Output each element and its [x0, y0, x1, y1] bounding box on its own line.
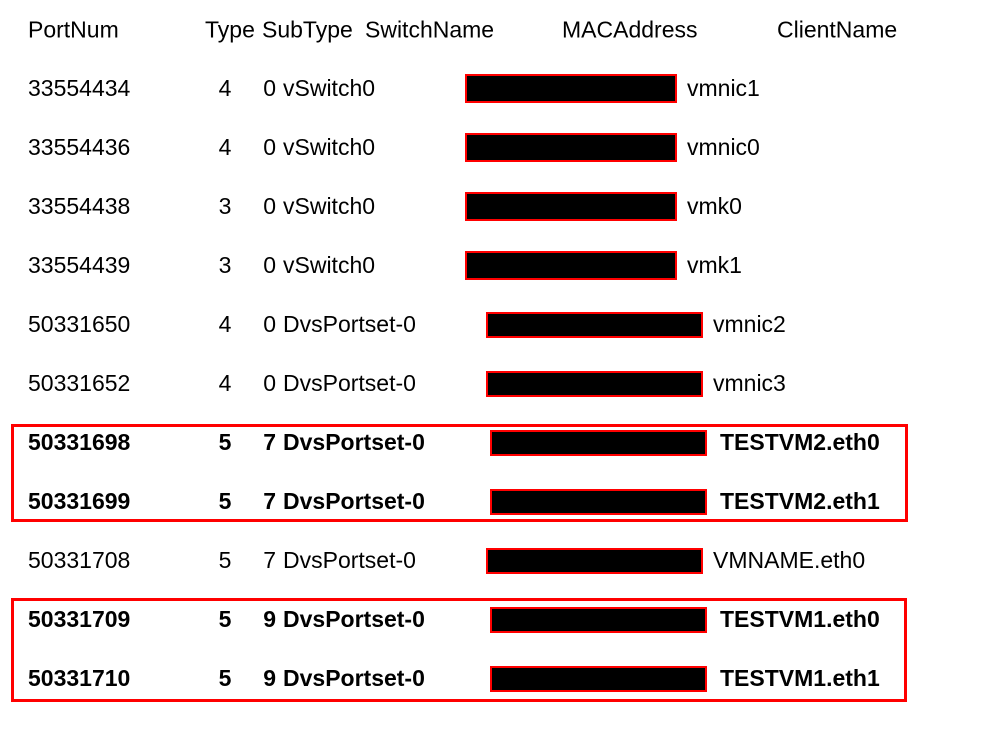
cell-type: 4	[218, 75, 232, 101]
cell-clientname: VMNAME.eth0	[713, 547, 866, 573]
table-row: 50331652 4 0 DvsPortset-0 vmnic3	[0, 354, 1000, 413]
cell-portnum: 50331710	[28, 665, 131, 691]
cell-type: 4	[218, 311, 232, 337]
cell-switchname: DvsPortset-0	[283, 665, 425, 691]
cell-portnum: 33554434	[28, 75, 131, 101]
table-row: 50331699 5 7 DvsPortset-0 TESTVM2.eth1	[0, 472, 1000, 531]
cell-type: 4	[218, 134, 232, 160]
header-type: Type	[205, 16, 255, 42]
mac-redaction-box	[486, 370, 703, 397]
cell-type: 5	[218, 606, 232, 632]
header-portnum: PortNum	[28, 16, 119, 42]
cell-type: 3	[218, 252, 232, 278]
cell-type: 5	[218, 429, 232, 455]
cell-clientname: vmnic0	[687, 134, 760, 160]
cell-portnum: 50331708	[28, 547, 131, 573]
cell-portnum: 50331699	[28, 488, 131, 514]
table-row: 50331709 5 9 DvsPortset-0 TESTVM1.eth0	[0, 590, 1000, 649]
cell-type: 5	[218, 547, 232, 573]
cell-clientname: TESTVM1.eth0	[720, 606, 880, 632]
table-row: 33554439 3 0 vSwitch0 vmk1	[0, 236, 1000, 295]
cell-switchname: DvsPortset-0	[283, 311, 416, 337]
table-header: PortNum Type SubType SwitchName MACAddre…	[0, 0, 1000, 59]
cell-clientname: vmk0	[687, 193, 742, 219]
cell-type: 3	[218, 193, 232, 219]
cell-portnum: 33554439	[28, 252, 131, 278]
cell-portnum: 50331652	[28, 370, 131, 396]
cell-clientname: TESTVM2.eth1	[720, 488, 880, 514]
cell-switchname: DvsPortset-0	[283, 370, 416, 396]
mac-redaction-box	[490, 665, 707, 692]
cell-clientname: TESTVM1.eth1	[720, 665, 880, 691]
cell-switchname: vSwitch0	[283, 134, 376, 160]
cell-type: 5	[218, 488, 232, 514]
cell-clientname: TESTVM2.eth0	[720, 429, 880, 455]
mac-redaction-box	[465, 251, 677, 280]
cell-switchname: DvsPortset-0	[283, 429, 425, 455]
cell-subtype: 9	[263, 665, 276, 691]
cell-type: 5	[218, 665, 232, 691]
cell-portnum: 33554436	[28, 134, 131, 160]
cell-clientname: vmk1	[687, 252, 742, 278]
cell-subtype: 7	[263, 429, 276, 455]
cell-clientname: vmnic1	[687, 75, 760, 101]
cell-subtype: 7	[263, 547, 276, 573]
mac-redaction-box	[490, 606, 707, 633]
cell-subtype: 0	[263, 193, 276, 219]
table-row: 50331710 5 9 DvsPortset-0 TESTVM1.eth1	[0, 649, 1000, 708]
table-row: 50331650 4 0 DvsPortset-0 vmnic2	[0, 295, 1000, 354]
cell-portnum: 50331709	[28, 606, 131, 632]
cell-portnum: 50331698	[28, 429, 131, 455]
cell-subtype: 0	[263, 75, 276, 101]
table-row: 33554438 3 0 vSwitch0 vmk0	[0, 177, 1000, 236]
cell-portnum: 50331650	[28, 311, 131, 337]
mac-redaction-box	[465, 74, 677, 103]
cell-subtype: 9	[263, 606, 276, 632]
cell-switchname: DvsPortset-0	[283, 606, 425, 632]
header-macaddress: MACAddress	[562, 16, 698, 42]
cell-switchname: vSwitch0	[283, 193, 376, 219]
header-switchname: SwitchName	[365, 16, 495, 42]
cell-switchname: vSwitch0	[283, 75, 376, 101]
header-clientname: ClientName	[777, 16, 898, 42]
mac-redaction-box	[465, 192, 677, 221]
cell-portnum: 33554438	[28, 193, 131, 219]
mac-redaction-box	[490, 429, 707, 456]
table-row: 50331698 5 7 DvsPortset-0 TESTVM2.eth0	[0, 413, 1000, 472]
mac-redaction-box	[486, 547, 703, 574]
cell-switchname: vSwitch0	[283, 252, 376, 278]
table-body: 33554434 4 0 vSwitch0 vmnic1 33554436 4 …	[0, 59, 1000, 708]
cell-subtype: 7	[263, 488, 276, 514]
cell-subtype: 0	[263, 134, 276, 160]
cell-clientname: vmnic2	[713, 311, 786, 337]
table-row: 50331708 5 7 DvsPortset-0 VMNAME.eth0	[0, 531, 1000, 590]
cell-type: 4	[218, 370, 232, 396]
table-row: 33554436 4 0 vSwitch0 vmnic0	[0, 118, 1000, 177]
table-row: 33554434 4 0 vSwitch0 vmnic1	[0, 59, 1000, 118]
cell-subtype: 0	[263, 370, 276, 396]
cell-subtype: 0	[263, 311, 276, 337]
header-subtype: SubType	[262, 16, 353, 42]
mac-redaction-box	[490, 488, 707, 515]
cell-switchname: DvsPortset-0	[283, 547, 416, 573]
cell-clientname: vmnic3	[713, 370, 786, 396]
mac-redaction-box	[486, 311, 703, 338]
cell-subtype: 0	[263, 252, 276, 278]
cell-switchname: DvsPortset-0	[283, 488, 425, 514]
mac-redaction-box	[465, 133, 677, 162]
